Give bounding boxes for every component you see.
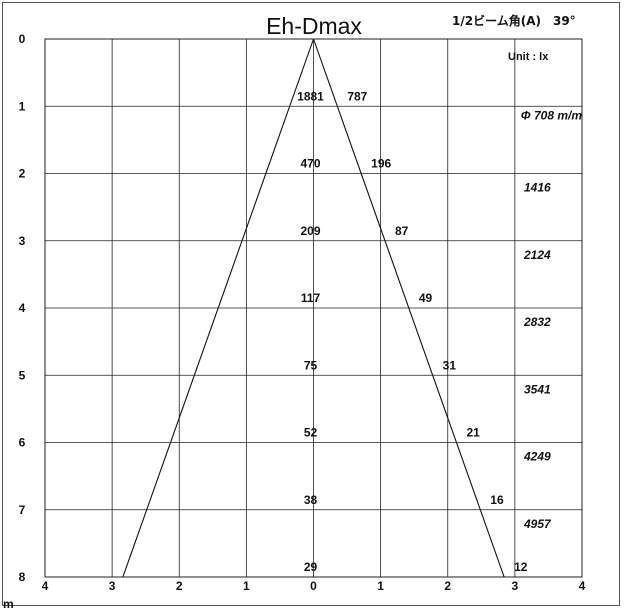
edge-lux-label: 49 [419, 291, 433, 305]
x-tick-label: 4 [42, 579, 49, 593]
y-tick-label: 6 [19, 436, 26, 450]
y-tick-label: 1 [19, 99, 26, 113]
beam-diameter-label: Φ 708 m/m [521, 108, 583, 122]
x-tick-label: 2 [176, 579, 183, 593]
beam-edge-left [122, 38, 315, 578]
y-tick-label: 5 [19, 368, 26, 382]
center-lux-label: 52 [304, 426, 318, 440]
x-tick-label: 3 [109, 579, 116, 593]
center-lux-label: 29 [304, 560, 318, 574]
beam-diameter-label: 4249 [523, 450, 551, 464]
edge-lux-label: 787 [347, 89, 367, 103]
center-lux-label: 75 [304, 358, 318, 372]
axis-unit-label: m [3, 597, 14, 610]
beam-diameter-label: 2124 [523, 248, 551, 262]
x-tick-label: 1 [377, 579, 384, 593]
edge-lux-label: 31 [443, 358, 457, 372]
y-tick-label: 3 [19, 234, 26, 248]
x-tick-label: 1 [243, 579, 250, 593]
center-lux-label: 1881 [297, 89, 324, 103]
beam-diameter-label: 2832 [523, 315, 551, 329]
x-tick-label: 0 [310, 579, 317, 593]
center-lux-label: 38 [304, 493, 318, 507]
x-tick-label: 4 [579, 579, 586, 593]
beam-diameter-label: 3541 [524, 382, 551, 396]
center-lux-label: 117 [301, 291, 321, 305]
chart-title: Eh-Dmax [266, 13, 362, 39]
beam-edge-right [312, 38, 505, 578]
y-tick-label: 8 [19, 570, 26, 584]
x-tick-label: 3 [512, 579, 519, 593]
x-tick-label: 2 [444, 579, 451, 593]
beam-diameter-label: 4957 [523, 517, 552, 531]
y-tick-label: 2 [19, 167, 26, 181]
edge-lux-label: 196 [371, 157, 391, 171]
edge-lux-label: 12 [514, 560, 528, 574]
edge-lux-label: 21 [466, 426, 480, 440]
center-lux-label: 470 [300, 157, 320, 171]
edge-lux-label: 16 [490, 493, 504, 507]
center-lux-label: 209 [300, 224, 320, 238]
y-tick-label: 7 [19, 503, 26, 517]
edge-lux-label: 87 [395, 224, 409, 238]
y-tick-label: 0 [19, 32, 26, 46]
beam-diameter-label: 1416 [524, 181, 551, 195]
beam-angle-label: 1/2ビーム角(A) 39° [452, 13, 576, 28]
y-tick-label: 4 [19, 301, 26, 315]
unit-label: Unit : lx [508, 51, 549, 63]
